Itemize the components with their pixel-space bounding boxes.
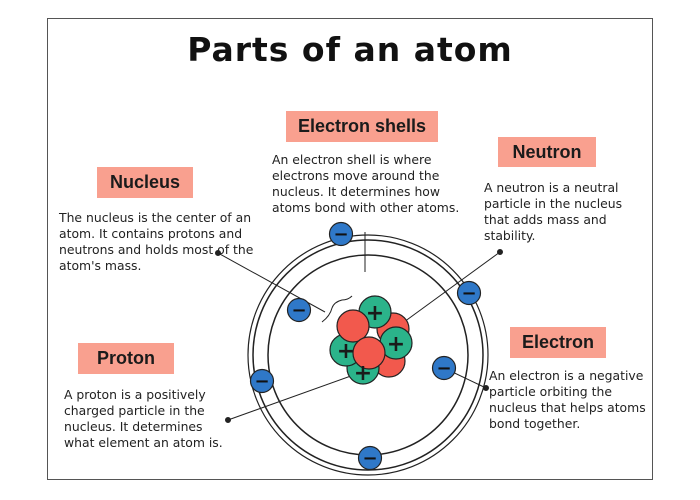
electron-charge-label: − — [333, 224, 348, 245]
outer-shell — [247, 234, 489, 476]
electron-icon — [328, 221, 354, 247]
neutron-charge-label: + — [337, 339, 355, 364]
electron-shells-label: Electron shells — [286, 111, 438, 142]
electron-icon — [431, 355, 457, 381]
middle-shell — [252, 239, 484, 471]
electron-charge-label: − — [461, 283, 476, 304]
nucleus-label: Nucleus — [97, 167, 193, 198]
electron-shells-description: An electron shell is where electrons mov… — [272, 152, 460, 215]
proton-icon — [352, 336, 386, 370]
neutron-charge-label: + — [366, 301, 384, 326]
page-title: Parts of an atom — [187, 30, 513, 69]
electron-icon — [456, 280, 482, 306]
electron-charge-label: − — [436, 358, 451, 379]
electron-charge-label: − — [254, 371, 269, 392]
proton-pointer-dot — [225, 417, 231, 423]
nucleus-description: The nucleus is the center of an atom. It… — [59, 210, 254, 273]
neutron-label: Neutron — [498, 137, 596, 167]
electron-description: An electron is a negative particle orbit… — [489, 368, 646, 431]
electron-charge-label: − — [362, 448, 377, 469]
neutron-pointer-dot — [497, 249, 503, 255]
neutron-description: A neutron is a neutral particle in the n… — [484, 180, 623, 243]
diagram-frame — [47, 18, 653, 480]
electron-charge-label: − — [291, 300, 306, 321]
electron-icon — [286, 297, 312, 323]
electron-pointer-dot — [483, 385, 489, 391]
electron-label: Electron — [510, 327, 606, 358]
nucleus-cluster — [329, 295, 413, 385]
neutron-pointer — [392, 251, 501, 331]
electron-icon — [249, 368, 275, 394]
nucleus-brace — [321, 295, 353, 323]
proton-icon — [336, 309, 370, 343]
proton-pointer — [227, 371, 363, 421]
nucleus-pointer-dot — [215, 250, 221, 256]
proton-description: A proton is a positively charged particl… — [64, 387, 223, 450]
electron-icon — [357, 445, 383, 471]
neutron-charge-label: + — [387, 332, 405, 357]
neutron-charge-label: + — [354, 361, 372, 386]
proton-label: Proton — [78, 343, 174, 374]
